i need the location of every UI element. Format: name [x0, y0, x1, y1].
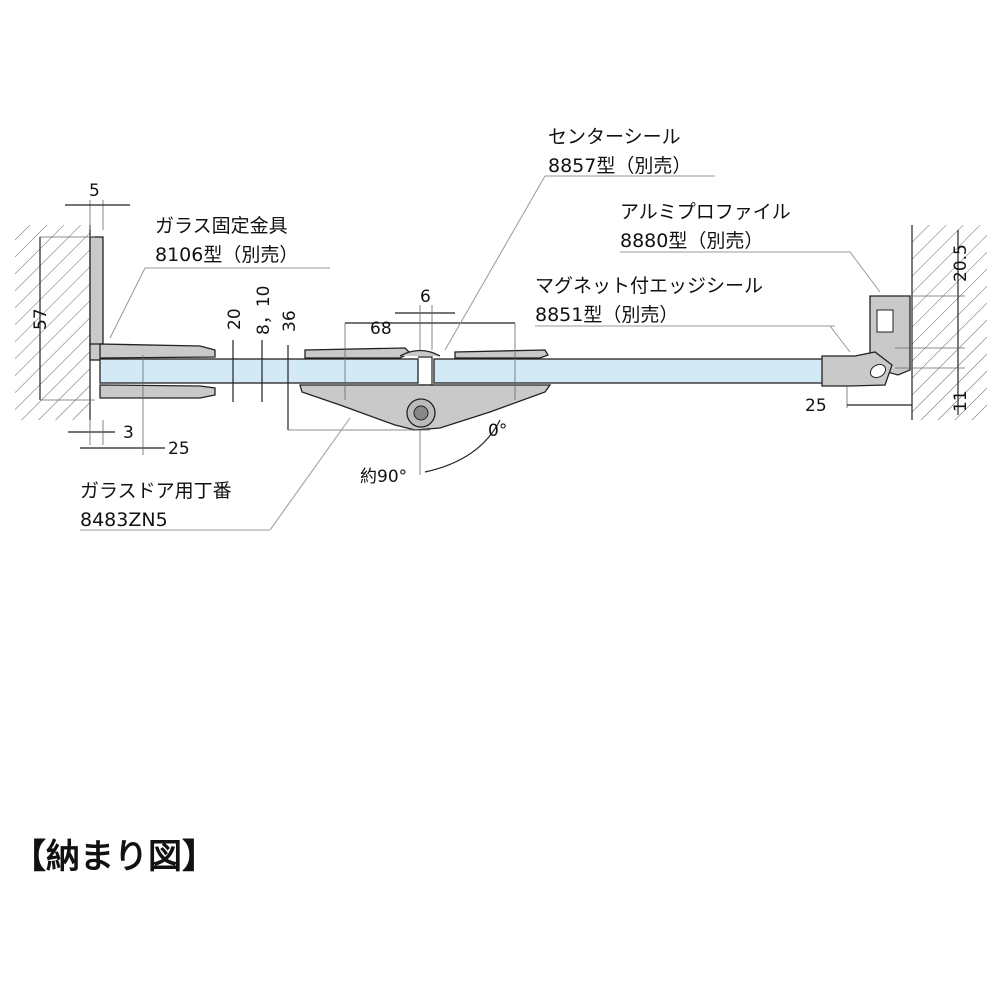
glass-door-hinge	[299, 347, 552, 431]
angle-90: 約90°	[360, 467, 407, 487]
hinge-name: ガラスドア用丁番	[80, 480, 232, 502]
dim-25-right: 25	[805, 396, 827, 416]
diagram-caption: 【納まり図】	[12, 837, 216, 877]
center-seal-model: 8857型（別売）	[548, 155, 691, 177]
dim-25-left: 25	[168, 439, 190, 459]
glass-clamp	[89, 236, 216, 399]
dim-11: 11	[951, 390, 971, 412]
alu-profile-name: アルミプロファイル	[620, 201, 791, 223]
dim-68: 68	[370, 319, 392, 339]
magnet-seal-name: マグネット付エッジシール	[535, 275, 763, 297]
fixed-glass-panel	[99, 358, 419, 384]
dim-20: 20	[225, 308, 245, 330]
center-seal-name: センターシール	[548, 126, 681, 148]
magnet-seal-model: 8851型（別売）	[535, 304, 678, 326]
glass-clamp-model: 8106型（別売）	[155, 244, 298, 266]
dim-36: 36	[280, 310, 300, 332]
center-seal	[418, 356, 433, 386]
dim-5: 5	[89, 181, 100, 201]
alu-profile-model: 8880型（別売）	[620, 230, 763, 252]
hinge-model: 8483ZN5	[80, 509, 168, 531]
dim-6: 6	[420, 287, 431, 307]
angle-0: 0°	[488, 421, 507, 441]
dim-20-5: 20.5	[951, 244, 971, 282]
door-glass-panel	[433, 358, 843, 384]
glass-clamp-name: ガラス固定金具	[155, 215, 288, 237]
magnetic-edge-seal	[821, 351, 893, 387]
dimension-lines	[39, 200, 965, 475]
left-wall	[15, 225, 91, 420]
dim-57: 57	[31, 308, 51, 330]
dim-8-10: 8，10	[254, 286, 274, 335]
dim-3: 3	[123, 423, 134, 443]
right-wall	[911, 225, 987, 420]
leader-lines	[80, 175, 881, 531]
